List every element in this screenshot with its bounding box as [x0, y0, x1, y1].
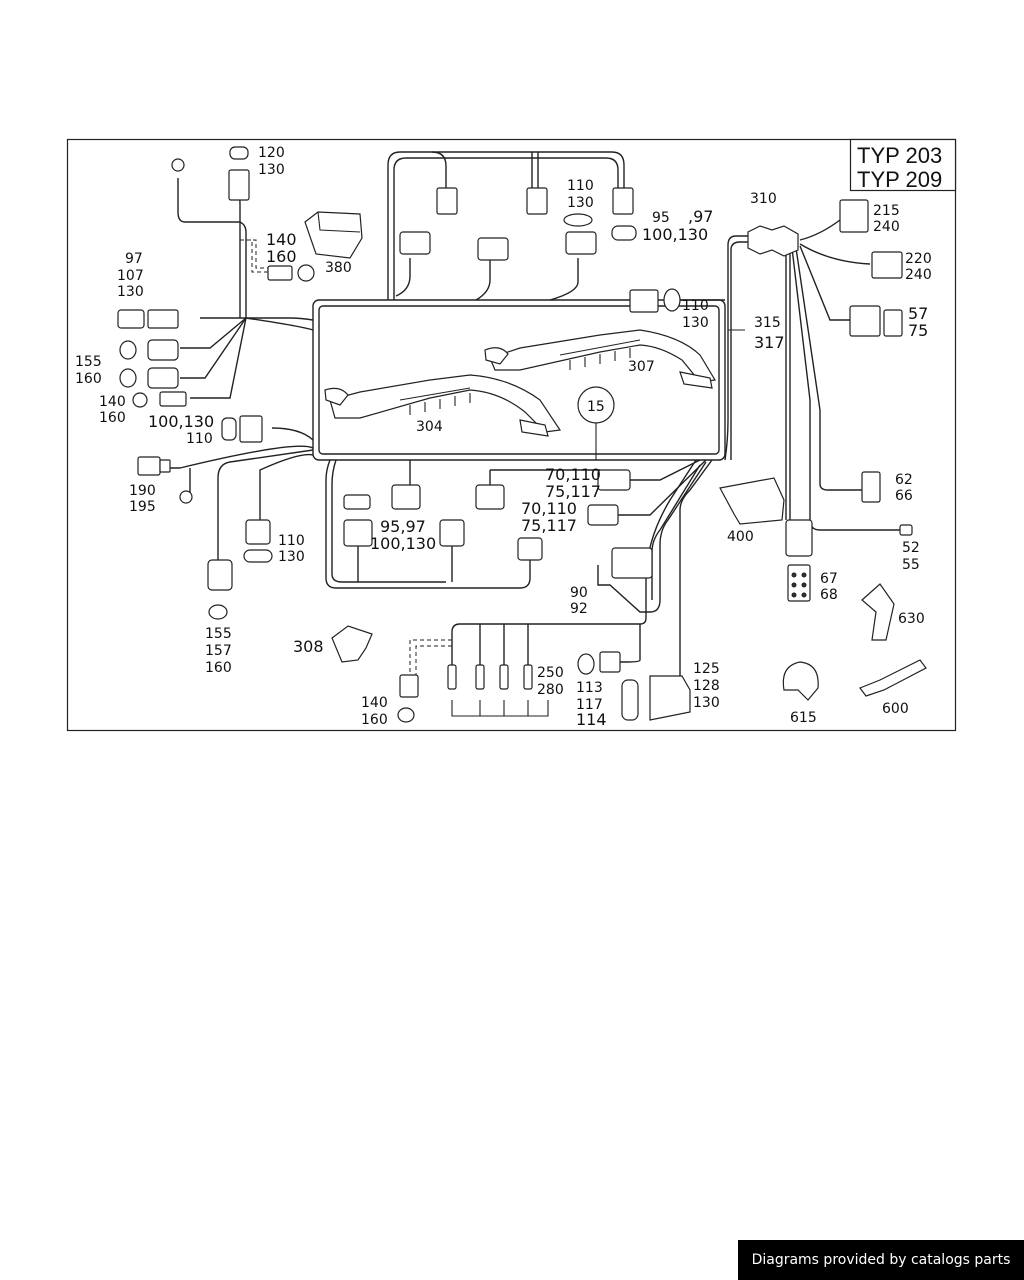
label-240: 240: [905, 267, 932, 283]
label-140: 140: [266, 230, 297, 249]
label-130: 130: [278, 549, 305, 565]
type-209-label: TYP 209: [857, 167, 942, 192]
callout-15-circle: [577, 386, 615, 424]
label-97: ,97: [688, 207, 713, 226]
label-195: 195: [129, 499, 156, 515]
fuel-rail-304: [324, 374, 562, 437]
label-280: 280: [537, 682, 564, 698]
label-615: 615: [790, 710, 817, 726]
label-157: 157: [205, 643, 232, 659]
label-140: 140: [99, 394, 126, 410]
label-117: 117: [576, 697, 603, 713]
label-130: 130: [117, 284, 144, 300]
label-130: 130: [567, 195, 594, 211]
main-harness: [170, 151, 900, 700]
label-90: 90: [570, 585, 588, 601]
part-number-labels: 120 130 140 160 380 97 107 130 155 160 1…: [75, 145, 932, 729]
label-317: 317: [754, 333, 785, 352]
label-215: 215: [873, 203, 900, 219]
label-400: 400: [727, 529, 754, 545]
label-120: 120: [258, 145, 285, 161]
diagram-credit-footer: Diagrams provided by catalogs parts: [738, 1240, 1024, 1280]
label-160: 160: [205, 660, 232, 676]
label-100-130: 100,130: [642, 225, 708, 244]
label-220: 220: [905, 251, 932, 267]
label-380: 380: [325, 260, 352, 276]
label-62: 62: [895, 472, 913, 488]
connector-parts: [117, 146, 927, 723]
label-160: 160: [75, 371, 102, 387]
label-95: 95: [652, 210, 670, 226]
type-box: TYP 203 TYP 209: [849, 138, 957, 192]
label-140: 140: [361, 695, 388, 711]
label-92: 92: [570, 601, 588, 617]
label-155: 155: [205, 626, 232, 642]
label-110: 110: [186, 431, 213, 447]
diagram-frame: [66, 138, 957, 732]
label-57: 57: [908, 304, 928, 323]
label-100-130: 100,130: [370, 534, 436, 553]
label-250: 250: [537, 665, 564, 681]
label-66: 66: [895, 488, 913, 504]
label-95-97: 95,97: [380, 517, 426, 536]
callout-15: 15: [587, 399, 605, 415]
label-308: 308: [293, 637, 324, 656]
label-630: 630: [898, 611, 925, 627]
label-600: 600: [882, 701, 909, 717]
label-114: 114: [576, 710, 607, 729]
label-110: 110: [278, 533, 305, 549]
label-160: 160: [361, 712, 388, 728]
label-75-117: 75,117: [545, 482, 601, 501]
label-70-110: 70,110: [521, 499, 577, 518]
label-160: 160: [266, 247, 297, 266]
label-52: 52: [902, 540, 920, 556]
label-75: 75: [908, 321, 928, 340]
label-110: 110: [567, 178, 594, 194]
label-67: 67: [820, 571, 838, 587]
label-75-117: 75,117: [521, 516, 577, 535]
label-130: 130: [682, 315, 709, 331]
label-130: 130: [258, 162, 285, 178]
label-68: 68: [820, 587, 838, 603]
fuel-rail-307: [484, 329, 716, 389]
label-310: 310: [750, 191, 777, 207]
label-55: 55: [902, 557, 920, 573]
label-307: 307: [628, 359, 655, 375]
label-100-130: 100,130: [148, 412, 214, 431]
label-125: 125: [693, 661, 720, 677]
label-97: 97: [125, 251, 143, 267]
label-240: 240: [873, 219, 900, 235]
label-113: 113: [576, 680, 603, 696]
label-128: 128: [693, 678, 720, 694]
label-160: 160: [99, 410, 126, 426]
label-304: 304: [416, 419, 443, 435]
label-107: 107: [117, 268, 144, 284]
label-315: 315: [754, 315, 781, 331]
label-155: 155: [75, 354, 102, 370]
type-203-label: TYP 203: [857, 143, 942, 168]
label-130: 130: [693, 695, 720, 711]
label-70-110: 70,110: [545, 465, 601, 484]
label-190: 190: [129, 483, 156, 499]
label-110: 110: [682, 298, 709, 314]
